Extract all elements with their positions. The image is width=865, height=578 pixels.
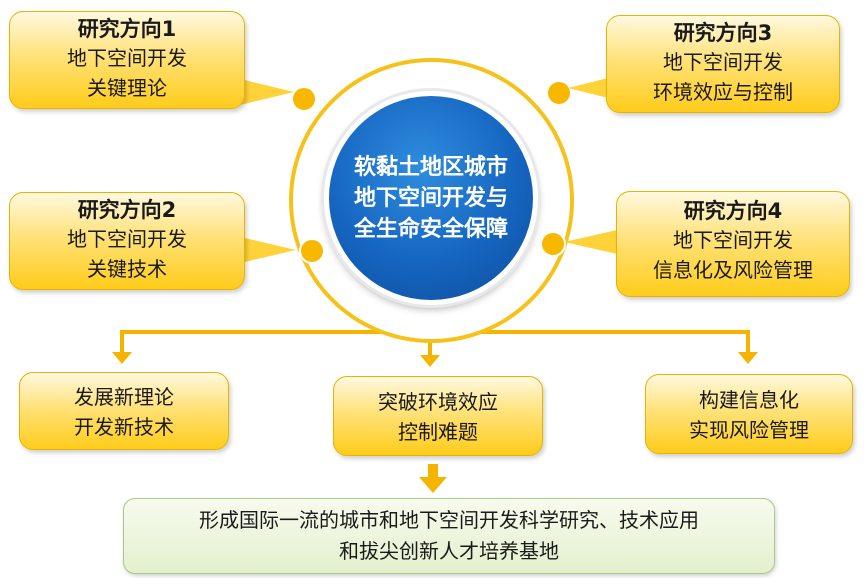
research-direction-1: 研究方向1 地下空间开发 关键理论: [9, 11, 245, 109]
direction-title: 研究方向2: [77, 198, 177, 222]
center-topic: 软黏土地区城市 地下空间开发与 全生命安全保障: [324, 91, 538, 305]
ring-dot-bottom-right: [540, 231, 566, 257]
direction-line: 地下空间开发: [673, 228, 793, 252]
goal-line: 和拔尖创新人才培养基地: [339, 539, 559, 563]
arrow-down-icon: [420, 355, 440, 367]
callout-tail: [236, 236, 296, 264]
outcome-line: 控制难题: [398, 420, 478, 444]
research-direction-3: 研究方向3 地下空间开发 环境效应与控制: [606, 15, 840, 113]
center-line: 地下空间开发与: [353, 185, 508, 211]
outcome-line: 实现风险管理: [689, 418, 809, 442]
block-arrow-down-icon: [428, 464, 438, 478]
direction-line: 环境效应与控制: [653, 80, 793, 104]
direction-line: 地下空间开发: [67, 46, 187, 70]
direction-line: 地下空间开发: [663, 50, 783, 74]
direction-line: 信息化及风险管理: [653, 258, 813, 282]
block-arrow-head: [419, 477, 447, 493]
goal-box: 形成国际一流的城市和地下空间开发科学研究、技术应用 和拔尖创新人才培养基地: [123, 498, 775, 574]
goal-line: 形成国际一流的城市和地下空间开发科学研究、技术应用: [199, 508, 699, 532]
outcome-box-1: 发展新理论 开发新技术: [19, 372, 229, 450]
research-direction-4: 研究方向4 地下空间开发 信息化及风险管理: [616, 191, 850, 297]
outcome-line: 发展新理论: [74, 385, 174, 409]
ring-dot-bottom-left: [299, 238, 325, 264]
direction-title: 研究方向3: [673, 21, 773, 45]
ring-dot-top-left: [291, 86, 317, 112]
outcome-line: 突破环境效应: [378, 390, 498, 414]
direction-title: 研究方向4: [683, 199, 783, 223]
research-direction-2: 研究方向2 地下空间开发 关键技术: [9, 192, 245, 290]
center-line: 软黏土地区城市: [353, 154, 508, 180]
outcome-box-2: 突破环境效应 控制难题: [333, 376, 543, 456]
direction-line: 关键理论: [87, 76, 167, 100]
outcome-line: 构建信息化: [699, 388, 799, 412]
direction-line: 关键技术: [87, 257, 167, 281]
arrow-down-icon: [112, 352, 132, 364]
connector-right-drop: [746, 330, 750, 352]
outcome-line: 开发新技术: [74, 415, 174, 439]
center-line: 全生命安全保障: [353, 216, 508, 242]
arrow-down-icon: [738, 352, 758, 364]
direction-line: 地下空间开发: [67, 227, 187, 251]
connector-left-drop: [120, 330, 124, 352]
callout-tail: [236, 78, 294, 106]
callout-tail: [564, 228, 626, 256]
direction-title: 研究方向1: [77, 17, 177, 41]
outcome-box-3: 构建信息化 实现风险管理: [645, 374, 853, 454]
